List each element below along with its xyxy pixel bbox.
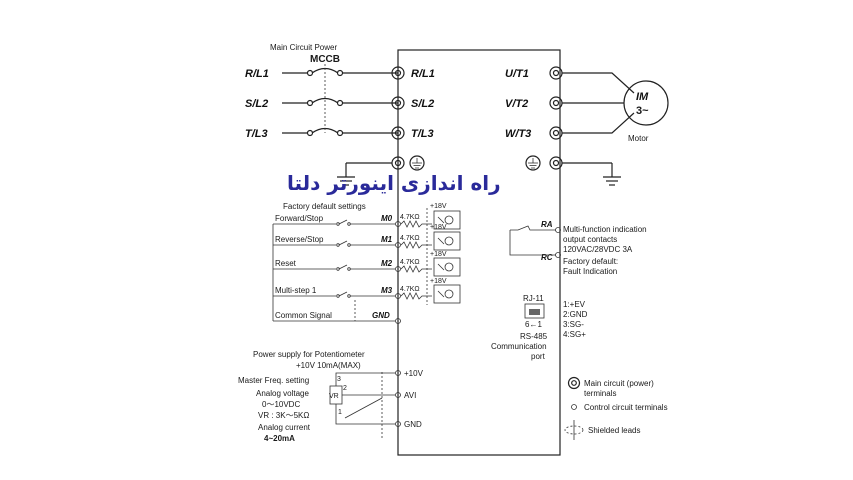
control-input-m1: Reverse/Stop M1 4.7KΩ +18V	[273, 224, 461, 251]
relay-output: RA RC Multi-function indication output c…	[509, 220, 647, 276]
svg-text:RS-485: RS-485	[520, 332, 548, 341]
overlay-title: راه اندازی اینورتر دلتا	[287, 171, 501, 195]
input-label-t: T/L3	[245, 128, 268, 140]
svg-text:VR : 3K～5KΩ: VR : 3K～5KΩ	[258, 411, 309, 420]
svg-text:RA: RA	[541, 220, 553, 229]
svg-text:+18V: +18V	[430, 224, 447, 231]
svg-text:M1: M1	[381, 235, 393, 244]
motor-label-im: IM	[636, 91, 649, 103]
svg-text:Reverse/Stop: Reverse/Stop	[275, 235, 324, 244]
main-circuit-heading: Main Circuit Power	[270, 43, 337, 52]
svg-text:Power supply for Potentiometer: Power supply for Potentiometer	[253, 350, 365, 359]
motor-symbol: IM 3~ Motor	[623, 80, 669, 143]
svg-text:+10V 10mA(MAX): +10V 10mA(MAX)	[296, 361, 361, 370]
svg-text:VR: VR	[329, 393, 339, 400]
svg-text:M3: M3	[381, 286, 393, 295]
legend: Main circuit (power) terminals Control c…	[564, 376, 668, 440]
svg-text:+18V: +18V	[430, 251, 447, 258]
svg-text:AVI: AVI	[404, 391, 416, 400]
svg-text:terminals: terminals	[584, 389, 616, 398]
svg-text:2:GND: 2:GND	[563, 310, 588, 319]
input-line-s: S/L2	[245, 97, 398, 110]
svg-text:3:SG-: 3:SG-	[563, 320, 584, 329]
svg-text:4:SG+: 4:SG+	[563, 330, 586, 339]
svg-text:RJ-11: RJ-11	[523, 294, 544, 303]
svg-text:output contacts: output contacts	[563, 235, 617, 244]
svg-text:Common Signal: Common Signal	[275, 311, 332, 320]
drive-body	[397, 49, 561, 456]
svg-text:0～10VDC: 0～10VDC	[262, 400, 300, 409]
svg-text:Reset: Reset	[275, 259, 297, 268]
svg-text:Multi-function indication: Multi-function indication	[563, 225, 647, 234]
control-input-m2: Reset M2 4.7KΩ +18V	[273, 251, 461, 277]
svg-text:Communication: Communication	[491, 342, 547, 351]
input-line-r: R/L1	[245, 67, 398, 80]
input-label-r: R/L1	[245, 68, 269, 80]
svg-text:Control circuit terminals: Control circuit terminals	[584, 403, 668, 412]
svg-text:W/T3: W/T3	[505, 128, 531, 140]
svg-text:V/T2: V/T2	[505, 98, 528, 110]
svg-text:120VAC/28VDC 3A: 120VAC/28VDC 3A	[563, 245, 633, 254]
svg-text:1:+EV: 1:+EV	[563, 300, 586, 309]
svg-text:4.7KΩ: 4.7KΩ	[400, 235, 420, 242]
svg-text:Shielded leads: Shielded leads	[588, 426, 640, 435]
svg-text:port: port	[531, 352, 546, 361]
svg-text:+18V: +18V	[430, 278, 447, 285]
svg-text:GND: GND	[404, 420, 422, 429]
svg-text:S/L2: S/L2	[411, 98, 434, 110]
svg-text:3: 3	[337, 376, 341, 383]
svg-text:U/T1: U/T1	[505, 68, 529, 80]
motor-caption: Motor	[628, 134, 649, 143]
svg-text:1: 1	[338, 409, 342, 416]
control-input-m0: Forward/Stop M0 4.7KΩ +18V	[273, 203, 461, 230]
drive-terminal-s: S/L2	[391, 96, 434, 110]
input-line-t: T/L3	[245, 127, 398, 140]
svg-text:Factory default:: Factory default:	[563, 257, 618, 266]
motor-label-phase: 3~	[636, 105, 649, 117]
drive-terminal-r: R/L1	[391, 66, 435, 80]
svg-text:Multi-step 1: Multi-step 1	[275, 286, 317, 295]
svg-text:Main circuit (power): Main circuit (power)	[584, 379, 654, 388]
svg-text:Fault Indication: Fault Indication	[563, 267, 617, 276]
output-terminal-v: V/T2	[505, 96, 624, 110]
drive-terminal-t: T/L3	[391, 126, 434, 140]
svg-text:RC: RC	[541, 253, 553, 262]
svg-text:Forward/Stop: Forward/Stop	[275, 214, 324, 223]
ground-left	[337, 155, 425, 186]
svg-text:4.7KΩ: 4.7KΩ	[400, 259, 420, 266]
svg-text:Master Freq. setting: Master Freq. setting	[238, 376, 309, 385]
output-terminal-u: U/T1	[505, 66, 635, 94]
svg-text:4.7KΩ: 4.7KΩ	[400, 214, 420, 221]
svg-text:4~20mA: 4~20mA	[264, 434, 295, 443]
ground-right	[525, 155, 621, 186]
svg-text:Analog voltage: Analog voltage	[256, 389, 309, 398]
svg-text:+18V: +18V	[430, 203, 447, 210]
svg-text:4.7KΩ: 4.7KΩ	[400, 286, 420, 293]
analog-section: Power supply for Potentiometer +10V 10mA…	[238, 350, 424, 443]
svg-text:GND: GND	[372, 311, 390, 320]
svg-text:+10V: +10V	[404, 369, 424, 378]
control-input-m3: Multi-step 1 M3 4.7KΩ +18V	[273, 278, 461, 304]
common-signal: Common Signal GND	[272, 300, 401, 324]
output-terminal-w: W/T3	[505, 112, 635, 140]
svg-text:6←1: 6←1	[525, 320, 542, 329]
svg-text:T/L3: T/L3	[411, 128, 434, 140]
svg-text:Analog current: Analog current	[258, 423, 311, 432]
mccb-label: MCCB	[310, 54, 340, 65]
svg-text:M2: M2	[381, 259, 393, 268]
factory-heading: Factory default settings	[283, 202, 366, 211]
svg-text:2: 2	[343, 385, 347, 392]
svg-text:M0: M0	[381, 214, 393, 223]
svg-text:R/L1: R/L1	[411, 68, 435, 80]
input-label-s: S/L2	[245, 98, 268, 110]
rj11-port: RJ-11 6←1 RS-485 Communication port 1:+E…	[491, 294, 588, 361]
